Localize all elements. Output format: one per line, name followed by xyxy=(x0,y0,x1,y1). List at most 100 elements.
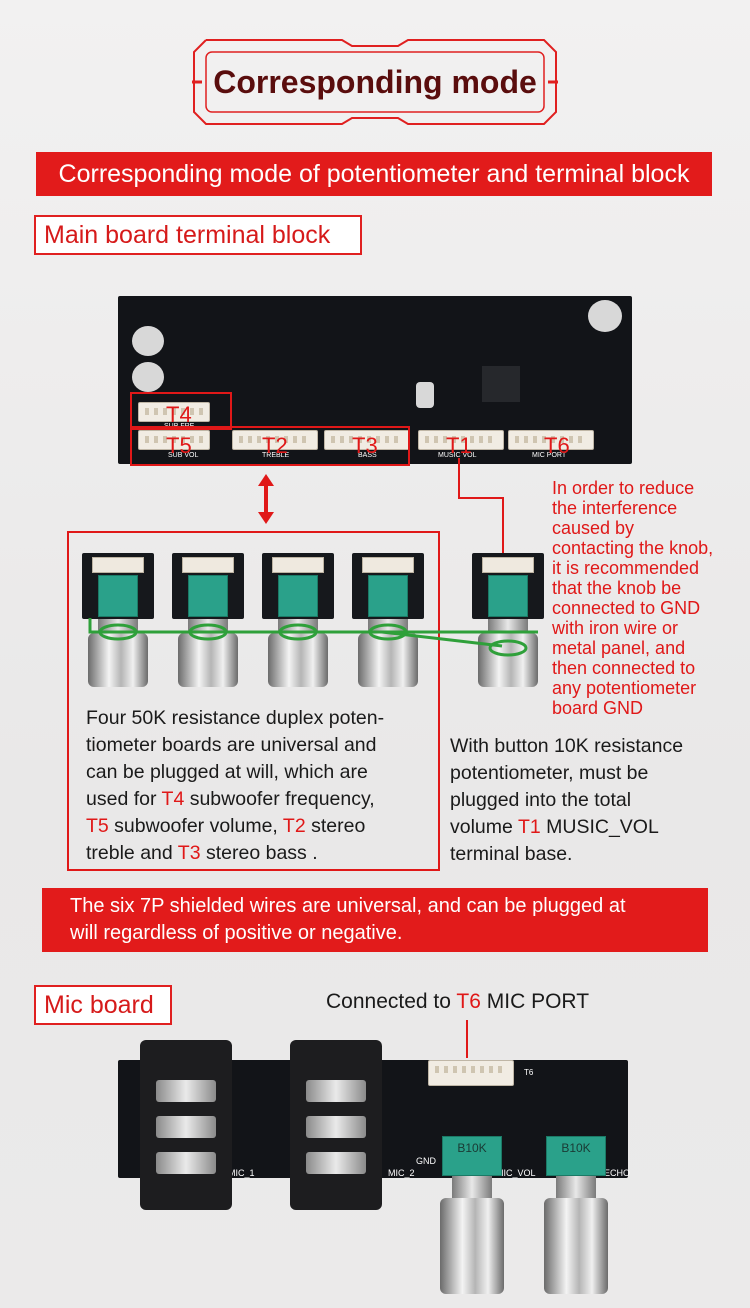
notice-line: The six 7P shielded wires are universal,… xyxy=(70,895,626,917)
silk-sub-vol: SUB VOL xyxy=(168,452,199,459)
desc-line: With button 10K resistance xyxy=(450,735,684,757)
connector-t3 xyxy=(324,430,410,450)
note-line: metal panel, and xyxy=(552,638,686,658)
gnd-note: In order to reduce the interference caus… xyxy=(552,478,748,718)
mic-jack-2 xyxy=(290,1040,382,1210)
pot-mark: B10K xyxy=(546,1136,606,1176)
gnd-wire xyxy=(88,618,538,657)
desc-line: volume T1 MUSIC_VOL xyxy=(450,814,740,841)
silk-treble: TREBLE xyxy=(262,452,290,459)
text: Connected to xyxy=(326,990,457,1013)
potentiometer-board xyxy=(352,553,424,687)
note-line: board GND xyxy=(552,698,644,718)
t6-leader-line xyxy=(466,1020,468,1058)
desc-line: plugged into the total xyxy=(450,789,632,811)
t1-leader-line xyxy=(502,497,504,557)
silk-bass: BASS xyxy=(358,452,377,459)
main-board-label: Main board terminal block xyxy=(34,215,362,255)
desc-line: can be plugged at will, which are xyxy=(86,761,368,783)
silk-gnd: GND xyxy=(416,1156,436,1166)
note-line: with iron wire or xyxy=(552,618,679,638)
mic-caption: Connected to T6 MIC PORT xyxy=(326,990,589,1014)
silk-echo: ECHO xyxy=(604,1168,631,1178)
connector-t5 xyxy=(138,430,210,450)
button-pot-description: With button 10K resistance potentiometer… xyxy=(450,733,740,868)
notice-banner: The six 7P shielded wires are universal,… xyxy=(42,888,708,952)
pot-mark: B10K xyxy=(442,1136,502,1176)
note-line: then connected to xyxy=(552,658,696,678)
silk-mic2: MIC_2 xyxy=(388,1168,415,1178)
text: MIC PORT xyxy=(480,990,590,1013)
section-banner: Corresponding mode of potentiometer and … xyxy=(36,152,712,196)
desc-line: T5 subwoofer volume, T2 stereo xyxy=(86,813,436,840)
notice-line: will regardless of positive or negative. xyxy=(70,922,403,944)
desc-line: treble and T3 stereo bass . xyxy=(86,840,436,867)
desc-line: tiometer boards are universal and xyxy=(86,734,377,756)
terminal-ref: T5 xyxy=(86,815,109,837)
note-line: connected to GND xyxy=(552,598,701,618)
text: subwoofer frequency, xyxy=(184,788,375,810)
potentiometer-board xyxy=(262,553,334,687)
text: treble and xyxy=(86,842,178,864)
title-frame: Corresponding mode xyxy=(192,38,558,126)
label-t1: T1 xyxy=(446,433,472,458)
capacitor xyxy=(132,326,164,356)
connector-t4 xyxy=(138,402,210,422)
capacitor xyxy=(416,382,434,408)
mic-jack-1 xyxy=(140,1040,232,1210)
chip xyxy=(482,366,520,402)
text: stereo bass . xyxy=(200,842,318,864)
connector-t6 xyxy=(428,1060,514,1086)
t1-leader-line xyxy=(458,458,460,498)
note-line: it is recommended xyxy=(552,558,700,578)
text: volume xyxy=(450,816,518,838)
text: MUSIC_VOL xyxy=(540,816,659,838)
label-t3: T3 xyxy=(352,433,378,458)
note-line: any potentiometer xyxy=(552,678,697,698)
note-line: In order to reduce xyxy=(552,478,695,498)
terminal-ref: T6 xyxy=(456,990,481,1013)
label-t2: T2 xyxy=(262,433,288,458)
silk-mic1: MIC_1 xyxy=(228,1168,255,1178)
desc-line: used for T4 subwoofer frequency, xyxy=(86,786,436,813)
label-t5: T5 xyxy=(166,433,192,458)
connector-t2 xyxy=(232,430,318,450)
note-line: contacting the knob, xyxy=(552,538,714,558)
terminal-ref: T1 xyxy=(517,816,541,838)
desc-line: terminal base. xyxy=(450,843,573,865)
mic-vol-pot: B10K xyxy=(440,1136,504,1294)
capacitor xyxy=(588,300,622,332)
mic-board-label: Mic board xyxy=(34,985,172,1025)
text: stereo xyxy=(305,815,366,837)
potentiometer-board xyxy=(172,553,244,687)
highlight-t4 xyxy=(130,392,232,430)
potentiometer-board xyxy=(82,553,154,687)
t1-leader-line xyxy=(458,497,504,499)
label-t4: T4 xyxy=(166,402,192,427)
silk-mic-vol: MIC_VOL xyxy=(496,1168,536,1178)
double-arrow-icon xyxy=(258,474,274,524)
desc-line: potentiometer, must be xyxy=(450,762,649,784)
title-frame-border xyxy=(192,39,558,125)
connector-t6 xyxy=(508,430,594,450)
capacitor xyxy=(132,362,164,392)
silk-t6: T6 xyxy=(524,1068,534,1077)
main-board-image: SUB FRE SUB VOL TREBLE BASS MUSIC VOL MI… xyxy=(118,296,632,464)
terminal-ref: T3 xyxy=(177,842,201,864)
text: subwoofer volume, xyxy=(108,815,283,837)
highlight-t5-t2-t3 xyxy=(130,426,410,466)
echo-pot: B10K xyxy=(544,1136,608,1294)
terminal-ref: T2 xyxy=(282,815,306,837)
connector-t1 xyxy=(418,430,504,450)
note-line: the interference xyxy=(552,498,678,518)
pot-description: Four 50K resistance duplex poten- tiomet… xyxy=(86,705,436,867)
pot-group-box xyxy=(67,531,440,871)
label-t6: T6 xyxy=(544,433,570,458)
note-line: caused by xyxy=(552,518,635,538)
desc-line: Four 50K resistance duplex poten- xyxy=(86,707,385,729)
note-line: that the knob be xyxy=(552,578,682,598)
text: used for xyxy=(86,788,162,810)
page-title: Corresponding mode xyxy=(213,63,537,100)
silk-mic-port: MIC PORT xyxy=(532,452,567,459)
